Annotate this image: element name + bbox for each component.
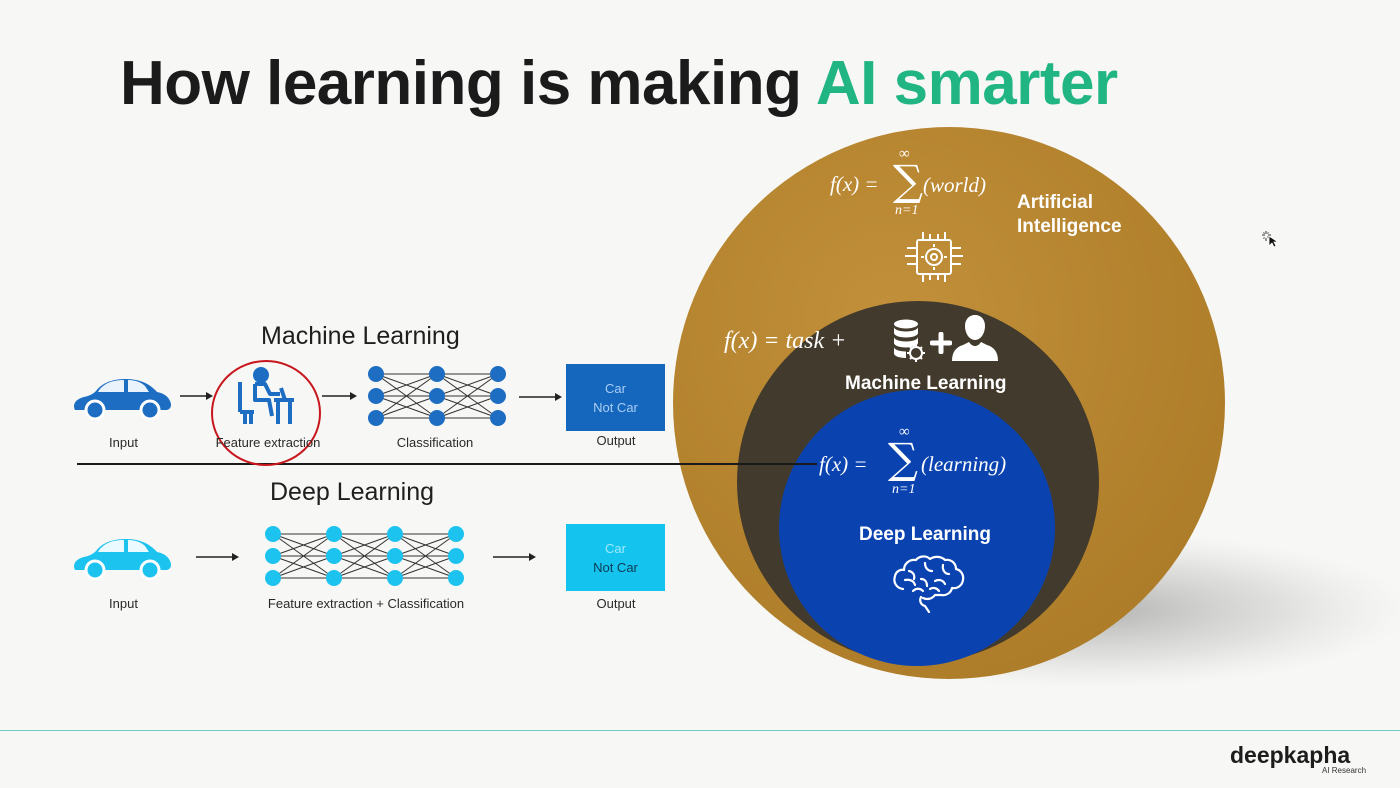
dl-net-edge (394, 533, 457, 579)
dl-net-node (265, 570, 281, 586)
dl-net-node (387, 570, 403, 586)
ml-net-edge (436, 373, 499, 419)
brand-logo-text: deepkapha (1230, 742, 1351, 768)
dl-net-node (326, 526, 342, 542)
dl-net-edge (394, 533, 457, 557)
dl-net-node (265, 548, 281, 564)
ml-net-node (490, 410, 506, 426)
ml-output-box: Car Not Car (566, 364, 665, 431)
ml-net-edge (375, 395, 438, 419)
dl-caption-input: Input (109, 596, 138, 611)
ml-section-heading: Machine Learning (261, 322, 460, 350)
dl-sum-top: ∞ (899, 424, 910, 440)
dl-arrow-1 (196, 553, 239, 561)
ml-arrow-2 (322, 392, 357, 400)
ml-net-node (368, 410, 384, 426)
ml-net-edge (375, 373, 438, 397)
mouse-cursor-icon (1262, 231, 1280, 247)
ml-output-car: Car (605, 380, 626, 396)
brain-icon (893, 555, 965, 613)
ml-net-node (490, 388, 506, 404)
ml-net-node (368, 366, 384, 382)
ml-net-node (429, 388, 445, 404)
dl-net-edge (272, 533, 335, 557)
ai-formula: f(x) = (830, 172, 879, 197)
dl-sum-bottom: n=1 (892, 482, 916, 497)
ml-net-node (429, 366, 445, 382)
dl-net-node (326, 570, 342, 586)
dl-net-edge (333, 533, 396, 579)
ml-caption-output: Output (596, 433, 636, 448)
ml-net-edge (375, 373, 438, 419)
dl-sum-sign: ∑ (888, 434, 918, 483)
ml-label: Machine Learning (845, 373, 1007, 394)
dl-net-edge (394, 555, 457, 579)
title-main: How learning is making (120, 49, 816, 118)
feature-extraction-highlight-circle (211, 360, 321, 466)
dl-output-box: Car Not Car (566, 524, 665, 591)
dl-net-node (448, 570, 464, 586)
dl-formula-prefix: f(x) = (819, 452, 868, 476)
ml-neural-network (368, 366, 506, 426)
dl-net-node (448, 548, 464, 564)
ml-formula: f(x) = task + (724, 328, 847, 354)
dl-net-edge (333, 555, 396, 579)
dl-car-icon (74, 539, 171, 580)
ml-arrow-3 (519, 393, 562, 401)
dl-formula-term: (learning) (921, 452, 1007, 476)
ml-net-node (429, 410, 445, 426)
dl-neural-network (265, 526, 464, 586)
person-at-desk-icon (238, 367, 294, 424)
dl-net-node (448, 526, 464, 542)
dl-section-heading: Deep Learning (270, 478, 435, 506)
dl-net-node (326, 548, 342, 564)
title-accent: AI smarter (815, 49, 1118, 118)
dl-circle (779, 390, 1055, 666)
dl-output-not-car: Not Car (593, 559, 638, 575)
ml-car-icon (74, 379, 171, 420)
dl-net-edge (272, 555, 335, 579)
ai-sum-top: ∞ (899, 146, 910, 162)
dl-caption-feature-classification: Feature extraction + Classification (267, 596, 465, 611)
slide-title: How learning is making AI smarter (120, 48, 1118, 119)
ai-formula-term: (world) (923, 173, 986, 197)
person-icon (952, 315, 998, 361)
footer-divider (0, 730, 1400, 731)
ai-sum-bottom: n=1 (895, 203, 919, 218)
dl-arrow-2 (493, 553, 536, 561)
database-gear-icon (894, 319, 925, 362)
ml-net-edge (436, 395, 499, 419)
dl-net-node (387, 548, 403, 564)
ai-label: Artificial Intelligence (1017, 191, 1122, 239)
ai-label-line1: Artificial (1017, 192, 1094, 213)
ml-arrow-1 (180, 392, 213, 400)
ml-net-edge (436, 373, 499, 397)
ai-sum-sign: ∑ (893, 156, 923, 205)
dl-net-edge (333, 533, 396, 557)
ai-chip-icon (905, 232, 963, 282)
dl-net-node (265, 526, 281, 542)
ai-label-line2: Intelligence (1017, 216, 1122, 237)
plus-icon (930, 332, 952, 354)
dl-caption-output: Output (596, 596, 636, 611)
ml-caption-input: Input (109, 435, 138, 450)
ml-caption-classification: Classification (396, 435, 474, 450)
ml-net-node (368, 388, 384, 404)
brand-subtitle: AI Research (1322, 766, 1367, 775)
section-divider-line (77, 463, 817, 465)
dl-net-edge (272, 533, 335, 579)
dl-label: Deep Learning (859, 524, 991, 545)
dl-output-car: Car (605, 540, 626, 556)
ml-output-not-car: Not Car (593, 399, 638, 415)
ai-formula-prefix: f(x) = (830, 172, 879, 196)
ml-net-node (490, 366, 506, 382)
ml-caption-feature-extraction: Feature extraction (215, 435, 321, 450)
dl-net-node (387, 526, 403, 542)
